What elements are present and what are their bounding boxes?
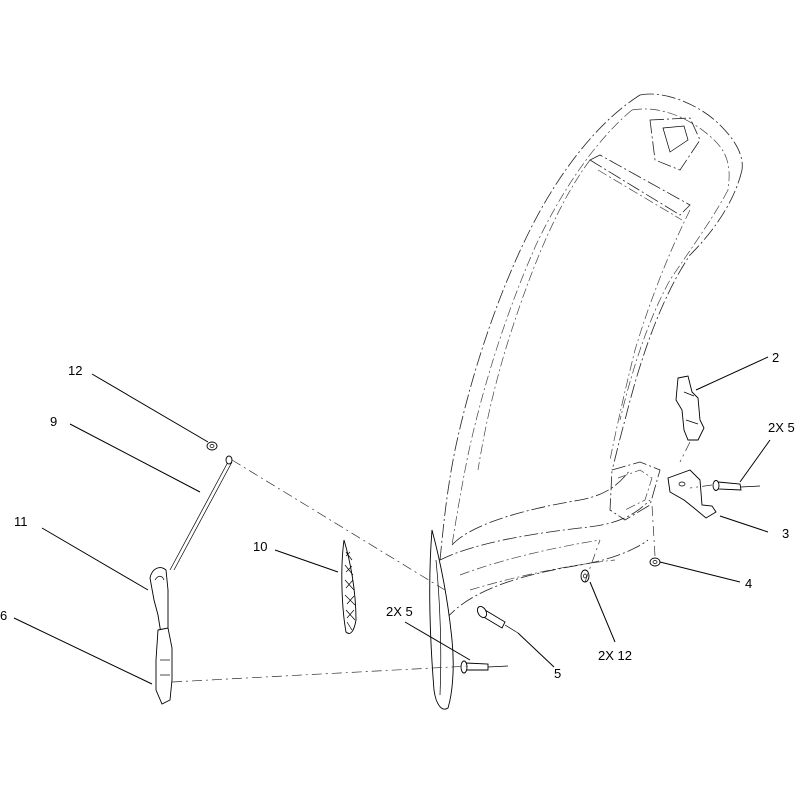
callout-2: 2 <box>772 350 779 365</box>
callout-5: 5 <box>554 666 561 681</box>
callout-10: 10 <box>253 539 267 554</box>
callout-labels: 12 9 11 6 10 2X 5 5 2 2X 5 3 4 2X 12 <box>0 350 795 681</box>
assembly-centerlines <box>171 441 713 683</box>
part-12-washer-left <box>206 441 218 451</box>
callout-2x5-right: 2X 5 <box>768 420 795 435</box>
chute-body <box>439 93 743 621</box>
callout-11: 11 <box>14 514 28 529</box>
callout-9: 9 <box>50 414 57 429</box>
leader-lines <box>13 356 771 685</box>
part-5-rivet-center <box>476 605 519 634</box>
callout-2x5-center: 2X 5 <box>386 604 413 619</box>
part-10-screen <box>341 539 357 634</box>
callout-12: 12 <box>68 363 82 378</box>
callout-3: 3 <box>782 526 789 541</box>
part-5-rivet-lower <box>460 660 509 674</box>
part-3-bracket <box>667 469 717 519</box>
callout-6: 6 <box>0 608 7 623</box>
part-9-cable <box>169 455 233 571</box>
callout-2x12: 2X 12 <box>598 648 632 663</box>
part-5-rivet-upper-right <box>712 480 761 491</box>
deflector-plate <box>429 529 454 710</box>
part-12-washer-right <box>580 569 590 583</box>
part-6-handle <box>155 627 173 705</box>
callout-4: 4 <box>745 576 752 591</box>
part-4-nut <box>649 557 661 567</box>
part-2-latch <box>675 375 705 441</box>
